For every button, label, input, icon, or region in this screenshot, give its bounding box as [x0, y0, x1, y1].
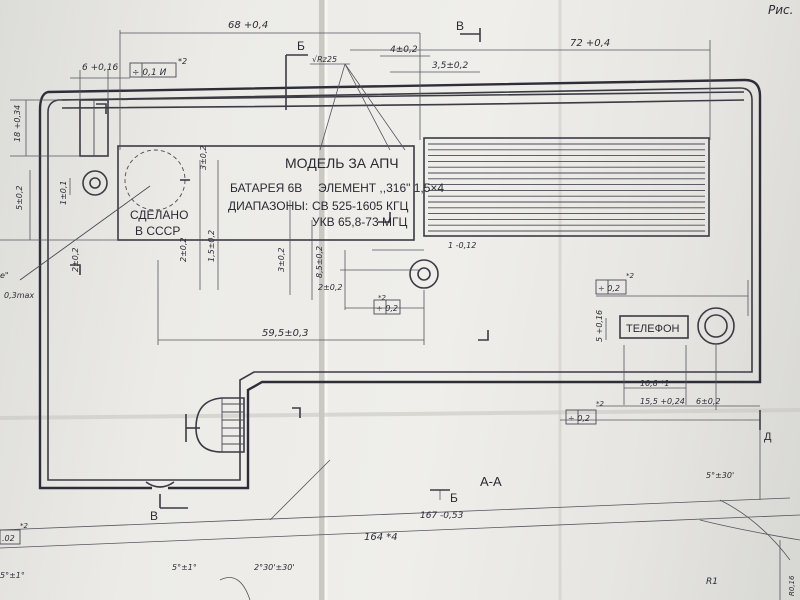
svg-text:5°±1°: 5°±1°	[0, 571, 25, 580]
panel-circle-dashed	[124, 149, 186, 211]
label-made-1: СДЕЛАНО	[130, 208, 188, 222]
svg-text:R1: R1	[706, 577, 718, 587]
svg-text:2±0,2: 2±0,2	[318, 283, 343, 292]
svg-text:164 *4: 164 *4	[364, 532, 398, 543]
svg-text:3±0,2: 3±0,2	[199, 145, 208, 170]
speaker-grille	[423, 137, 710, 237]
svg-text:*2: *2	[596, 400, 605, 408]
svg-text:*2: *2	[20, 522, 29, 530]
svg-text:0,3max: 0,3max	[4, 291, 34, 300]
label-phone: ТЕЛЕФОН	[626, 323, 680, 335]
svg-text:1 -0,12: 1 -0,12	[448, 241, 476, 250]
svg-text:3,5±0,2: 3,5±0,2	[432, 61, 468, 71]
svg-text:6±0,2: 6±0,2	[696, 397, 721, 406]
svg-text:68 +0,4: 68 +0,4	[228, 20, 268, 31]
section-markers: Рис. Б В В Б А-А Д	[150, 3, 793, 523]
label-band-ukv: УКВ 65,8-73 МГЦ	[312, 215, 407, 229]
sheet-label: Рис.	[768, 3, 793, 17]
svg-text:59,5±0,3: 59,5±0,3	[262, 328, 309, 339]
svg-text:÷ 0,1 И: ÷ 0,1 И	[132, 68, 167, 78]
leader-line-left	[19, 185, 151, 281]
svg-text:5°±30': 5°±30'	[706, 471, 734, 480]
svg-text:4±0,2: 4±0,2	[390, 45, 418, 55]
svg-text:÷ 0,2: ÷ 0,2	[598, 284, 620, 293]
label-model: МОДЕЛЬ ЗА АПЧ	[285, 155, 399, 171]
device-body-inner-outline	[47, 87, 753, 481]
svg-text:6 +0,16: 6 +0,16	[82, 63, 118, 73]
svg-text:2°30'±30': 2°30'±30'	[254, 563, 295, 572]
svg-text:√Rz25: √Rz25	[312, 55, 337, 64]
section-b-top: Б	[297, 39, 305, 53]
svg-text:5°±1°: 5°±1°	[172, 563, 197, 572]
svg-text:8,5±0,2: 8,5±0,2	[315, 246, 324, 278]
bottom-notch	[145, 481, 175, 488]
svg-text:1±0,1: 1±0,1	[59, 180, 68, 205]
label-made-2: В СССР	[135, 224, 180, 238]
panel-labels: МОДЕЛЬ ЗА АПЧ БАТАРЕЯ 6В ЭЛЕМЕНТ ,,316" …	[130, 155, 680, 335]
svg-text:3±0,2: 3±0,2	[277, 247, 286, 272]
svg-text:.02: .02	[2, 534, 15, 543]
svg-text:÷ 0,2: ÷ 0,2	[376, 304, 398, 313]
left-knob-outer	[82, 170, 108, 196]
section-aa: А-А	[480, 474, 502, 489]
svg-text:e": e"	[0, 271, 9, 280]
center-knob-outer	[409, 259, 439, 289]
svg-text:72 +0,4: 72 +0,4	[570, 38, 610, 49]
section-v-top: В	[456, 19, 464, 33]
dimension-texts: 68 +0,4 6 +0,16 ÷ 0,1 И *2 √Rz25 4±0,2 3…	[0, 20, 796, 596]
semicircle-switch	[185, 397, 245, 453]
phone-jack-inner	[704, 314, 728, 338]
svg-text:*2: *2	[178, 57, 187, 66]
label-element: ЭЛЕМЕНТ ,,316" 1,5×4	[318, 181, 444, 195]
label-ranges: ДИАПАЗОНЫ:	[228, 199, 308, 213]
phone-label-box	[619, 315, 689, 339]
paper-fold-horizontal	[0, 408, 800, 420]
section-b-bottom: Б	[450, 491, 458, 505]
battery-panel	[117, 145, 415, 241]
svg-text:167 -0,53: 167 -0,53	[420, 511, 464, 521]
device-body-outline	[38, 78, 762, 490]
svg-text:5±0,2: 5±0,2	[15, 185, 24, 210]
label-band-sv: СВ 525-1605 КГЦ	[312, 199, 409, 213]
label-battery: БАТАРЕЯ 6В	[230, 181, 302, 195]
svg-text:2±0,2: 2±0,2	[71, 247, 80, 272]
section-d-right: Д	[764, 431, 772, 443]
svg-text:18 +0,34: 18 +0,34	[13, 105, 22, 142]
svg-text:5 +0,16: 5 +0,16	[595, 310, 604, 342]
dimension-lines	[0, 28, 800, 600]
tolerance-frames	[0, 62, 627, 545]
svg-text:*2: *2	[626, 272, 635, 280]
svg-text:15,5 +0,24: 15,5 +0,24	[640, 397, 685, 406]
svg-text:2±0,2: 2±0,2	[179, 237, 188, 262]
phone-jack-outer	[697, 307, 735, 345]
left-knob-inner	[89, 177, 101, 189]
svg-text:R0,16: R0,16	[788, 575, 796, 596]
svg-text:10,8 *1: 10,8 *1	[640, 379, 669, 388]
center-knob-inner	[417, 267, 431, 281]
section-v-bottom: В	[150, 509, 158, 523]
svg-text:1,5±0,2: 1,5±0,2	[207, 230, 216, 262]
svg-text:*2: *2	[378, 294, 387, 302]
svg-text:÷ 0,2: ÷ 0,2	[568, 414, 590, 423]
top-edge-rim	[61, 91, 745, 109]
